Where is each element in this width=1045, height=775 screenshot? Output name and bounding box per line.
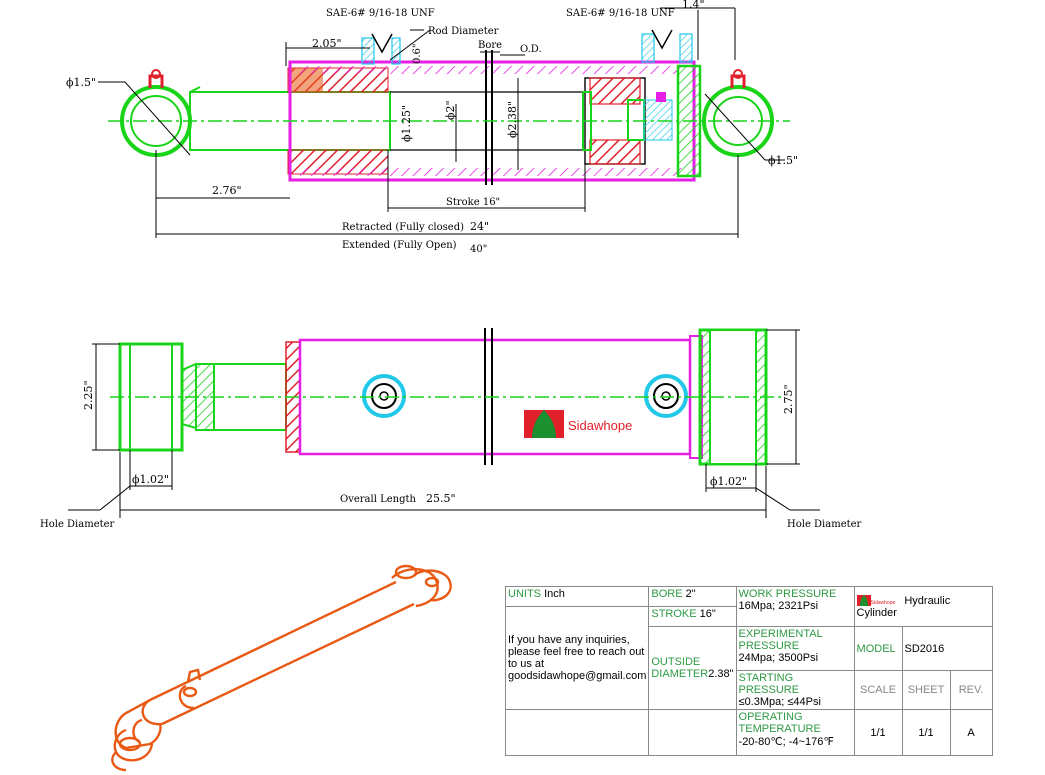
retracted-label: Retracted (Fully closed) [342, 222, 464, 233]
bore-value: 2" [685, 588, 696, 600]
hole-dia-right: ϕ1.02" [710, 475, 747, 488]
model-value: SD2016 [901, 626, 993, 671]
brand-logo [524, 410, 564, 438]
section-view: SAE-6# 9/16-18 UNF SAE-6# 9/16-18 UNF 1.… [66, 0, 798, 255]
rev-label: REV. [949, 670, 993, 710]
contact-email: goodsidawhope@gmail.com [508, 670, 647, 682]
od-value: 2.38" [708, 668, 734, 680]
title-logo-text: Sidawhope [870, 599, 896, 606]
dim-2-25: 2.25" [82, 380, 95, 410]
dim-1-4: 1.4" [682, 0, 705, 11]
units-cell: UNITS Inch [504, 586, 650, 607]
hole-diameter-left-label: Hole Diameter [40, 519, 115, 530]
pin-dia-right: ϕ1.5" [768, 154, 798, 167]
hole-dia-left: ϕ1.02" [132, 473, 169, 486]
scale-label: SCALE [853, 670, 903, 710]
od-cell: OUTSIDE DIAMETER2.38" [648, 626, 737, 710]
top-view: Sidawhope 2.25" 2.75" ϕ1.02" ϕ1.02" [40, 328, 862, 530]
port-label-left: SAE-6# 9/16-18 UNF [326, 8, 435, 19]
port-circle-left [362, 374, 406, 418]
port-label-right: SAE-6# 9/16-18 UNF [566, 8, 675, 19]
start-pressure-cell: STARTING PRESSURE≤0.3Mpa; ≤44Psi [735, 670, 855, 710]
od-value: ϕ2.38" [506, 101, 519, 138]
retracted-value: 24" [470, 220, 489, 233]
rod-dia-value: ϕ1.25" [400, 105, 413, 142]
extended-label: Extended (Fully Open) [342, 240, 457, 251]
title-logo-icon [856, 595, 871, 607]
port-right [641, 29, 693, 63]
brand-name: Sidawhope [568, 418, 632, 433]
dim-0-6: 0.6" [412, 43, 423, 64]
sheet-label: SHEET [901, 670, 951, 710]
bore-value: ϕ2" [444, 100, 457, 120]
inquiry-text: If you have any inquiries, please feel f… [508, 634, 645, 670]
overall-length-label: Overall Length [340, 494, 417, 505]
empty-cell-1 [504, 709, 650, 756]
scale-value: 1/1 [853, 709, 903, 756]
hole-diameter-right-label: Hole Diameter [787, 519, 862, 530]
op-temp-label: OPERATING TEMPERATURE [738, 711, 821, 735]
pin-dia-left: ϕ1.5" [66, 76, 96, 89]
exp-pressure-value: 24Mpa; 3500Psi [738, 652, 819, 664]
dim-2-76: 2.76" [212, 184, 242, 197]
dim-2-05: 2.05" [312, 37, 342, 50]
stroke-dim: Stroke 16" [446, 197, 500, 208]
work-pressure-value: 16Mpa; 2321Psi [738, 600, 819, 612]
stroke-value: 16" [699, 608, 716, 620]
stroke-cell: STROKE 16" [648, 606, 737, 627]
dim-2-75: 2.75" [782, 384, 795, 414]
units-label: UNITS [508, 588, 541, 600]
exp-pressure-label: EXPERIMENTAL PRESSURE [738, 628, 823, 652]
product-cell: Sidawhope Hydraulic Cylinder [853, 586, 993, 627]
start-pressure-label: STARTING PRESSURE [738, 672, 800, 696]
product-name: Hydraulic Cylinder [856, 594, 951, 619]
bore-label: Bore [478, 40, 502, 51]
work-pressure-label: WORK PRESSURE [738, 588, 837, 600]
op-temp-value: -20-80℃; -4~176℉ [738, 736, 834, 748]
sheet-value: 1/1 [901, 709, 951, 756]
od-label: O.D. [520, 44, 542, 55]
overall-length-value: 25.5" [426, 492, 456, 505]
start-pressure-value: ≤0.3Mpa; ≤44Psi [738, 696, 821, 708]
isometric-view [111, 564, 452, 772]
bore-cell: BORE 2" [648, 586, 737, 607]
model-label: MODEL [853, 626, 903, 671]
inquiry-cell: If you have any inquiries, please feel f… [504, 606, 650, 710]
stroke-label: STROKE [651, 608, 697, 620]
od-label: OUTSIDE DIAMETER [651, 656, 709, 680]
extended-value: 40" [470, 244, 487, 255]
port-circle-right [644, 374, 688, 418]
empty-cell-2 [648, 709, 737, 756]
bore-label: BORE [651, 588, 683, 600]
left-rod-eye [120, 85, 192, 157]
op-temp-cell: OPERATING TEMPERATURE-20-80℃; -4~176℉ [735, 709, 855, 756]
rev-value: A [949, 709, 993, 756]
units-value: Inch [544, 588, 565, 600]
port-left [361, 33, 401, 65]
rod-diameter-label: Rod Diameter [428, 26, 499, 37]
